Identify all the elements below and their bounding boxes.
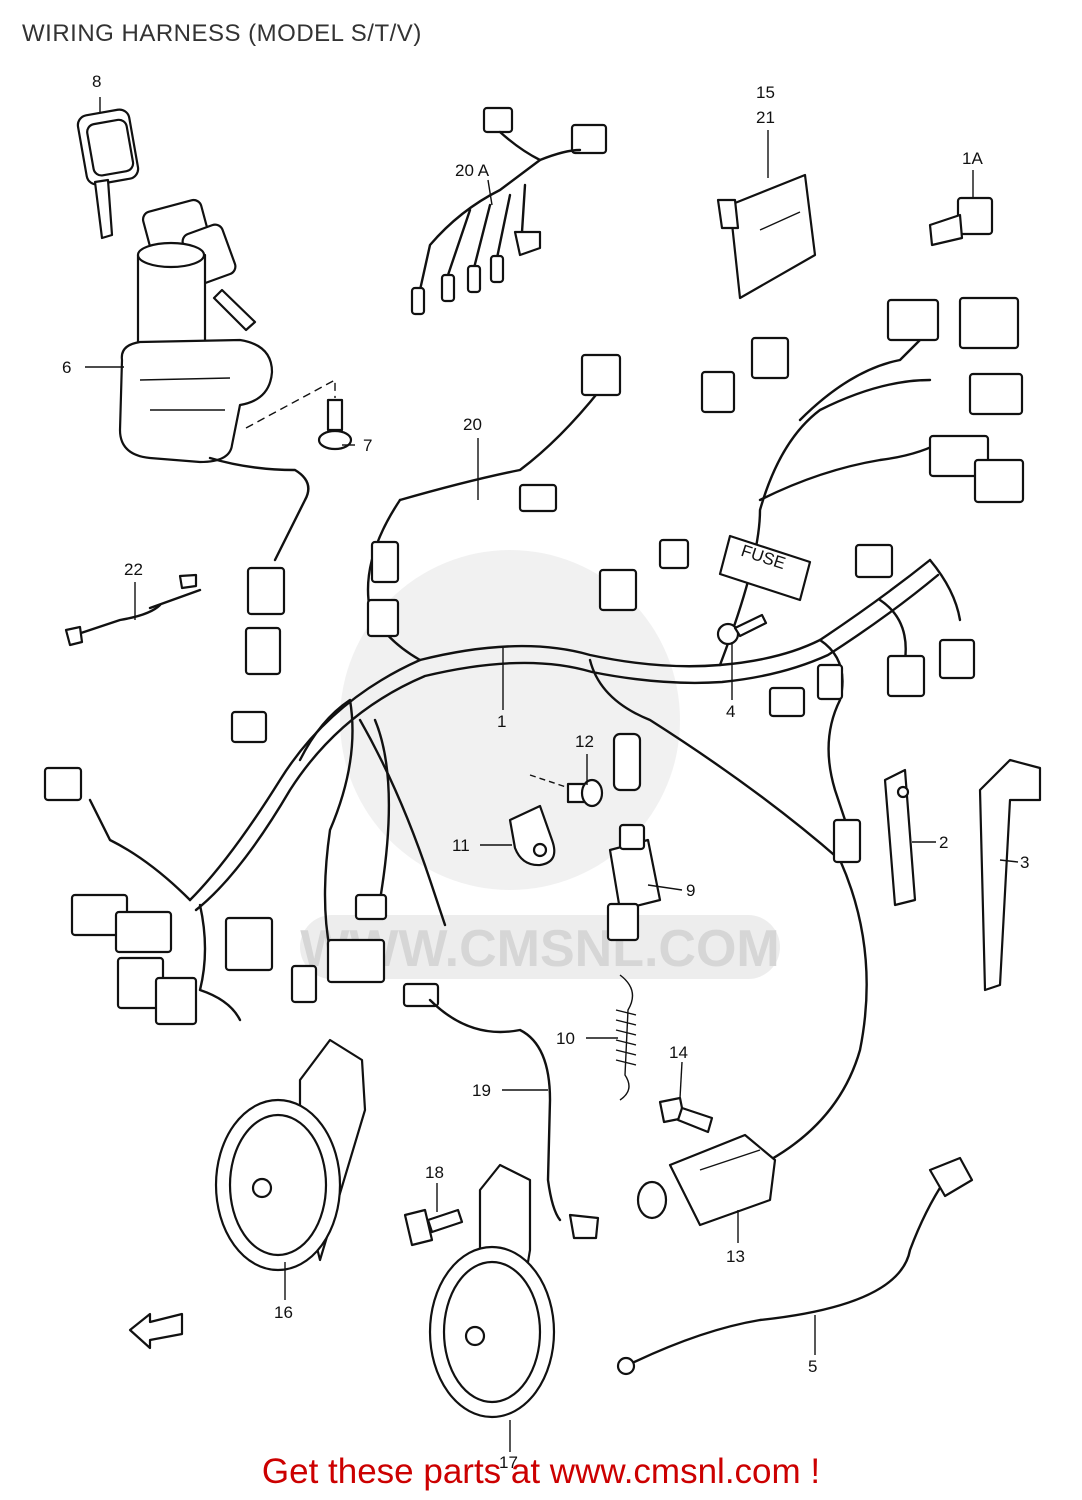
label-5: 5 xyxy=(808,1357,817,1376)
label-7: 7 xyxy=(363,436,372,455)
label-12: 12 xyxy=(575,732,594,751)
part-number-labels: 8 6 7 20 20 A 15 21 1A 22 1 4 12 11 9 2 … xyxy=(62,72,1029,1472)
connector-1a[interactable] xyxy=(928,196,994,247)
label-16: 16 xyxy=(274,1303,293,1322)
bolt-18[interactable] xyxy=(403,1208,464,1247)
key-set[interactable] xyxy=(76,108,140,240)
clutch-switch[interactable] xyxy=(636,1133,777,1227)
brake-switch[interactable] xyxy=(606,823,662,942)
label-19: 19 xyxy=(472,1081,491,1100)
ground-wire[interactable] xyxy=(616,1156,974,1376)
label-1: 1 xyxy=(497,712,506,731)
label-3: 3 xyxy=(1020,853,1029,872)
bolt-14[interactable] xyxy=(658,1096,714,1134)
label-10: 10 xyxy=(556,1029,575,1048)
cable-tie[interactable] xyxy=(978,758,1042,992)
label-20: 20 xyxy=(463,415,482,434)
label-20a: 20 A xyxy=(455,161,490,180)
label-14: 14 xyxy=(669,1043,688,1062)
horn-lead[interactable] xyxy=(428,998,600,1240)
label-1a: 1A xyxy=(962,149,983,168)
clamp[interactable] xyxy=(883,768,917,907)
label-11: 11 xyxy=(452,836,470,855)
label-2: 2 xyxy=(939,833,948,852)
label-17: 17 xyxy=(499,1453,518,1472)
front-arrow-icon xyxy=(128,1312,184,1350)
diagram-title: WIRING HARNESS (MODEL S/T/V) xyxy=(22,20,422,47)
main-harness[interactable] xyxy=(88,338,962,1162)
label-21: 21 xyxy=(756,108,775,127)
screw-12[interactable] xyxy=(529,774,604,808)
label-4: 4 xyxy=(726,702,735,721)
label-9: 9 xyxy=(686,881,695,900)
label-18: 18 xyxy=(425,1163,444,1182)
footer-link-text[interactable]: Get these parts at www.cmsnl.com ! xyxy=(261,1452,821,1491)
horn-16[interactable] xyxy=(214,1038,367,1272)
wire-lead[interactable] xyxy=(64,573,202,647)
ignition-switch[interactable] xyxy=(118,198,310,616)
relay-unit[interactable] xyxy=(716,173,817,300)
label-13: 13 xyxy=(726,1247,745,1266)
fuse-box[interactable]: FUSE xyxy=(718,534,812,602)
label-15: 15 xyxy=(756,83,775,102)
label-22: 22 xyxy=(124,560,143,579)
bracket[interactable] xyxy=(508,804,556,867)
label-6: 6 xyxy=(62,358,71,377)
screw-4[interactable] xyxy=(716,613,768,646)
horn-17[interactable] xyxy=(428,1163,556,1419)
leader-lines xyxy=(85,97,1019,1452)
harness-connectors[interactable] xyxy=(43,296,1025,1026)
label-8: 8 xyxy=(92,72,101,91)
sub-harness[interactable] xyxy=(410,106,608,316)
spring[interactable] xyxy=(615,974,637,1101)
